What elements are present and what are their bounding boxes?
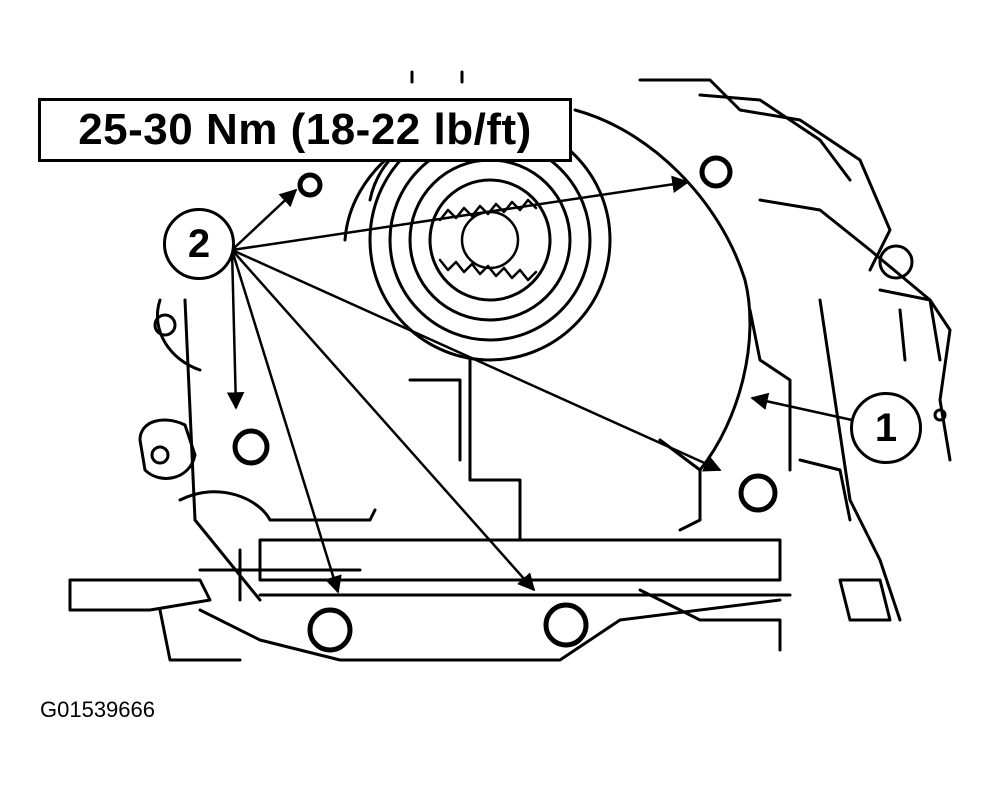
leader-arrow-callout-1: [750, 392, 853, 422]
leader-arrows-callout-2: [226, 175, 722, 594]
callout-1: 1: [850, 392, 922, 464]
figure-id: G01539666: [40, 697, 155, 722]
torque-spec-label: 25-30 Nm (18-22 lb/ft): [38, 98, 572, 162]
callout-2: 2: [163, 208, 235, 280]
